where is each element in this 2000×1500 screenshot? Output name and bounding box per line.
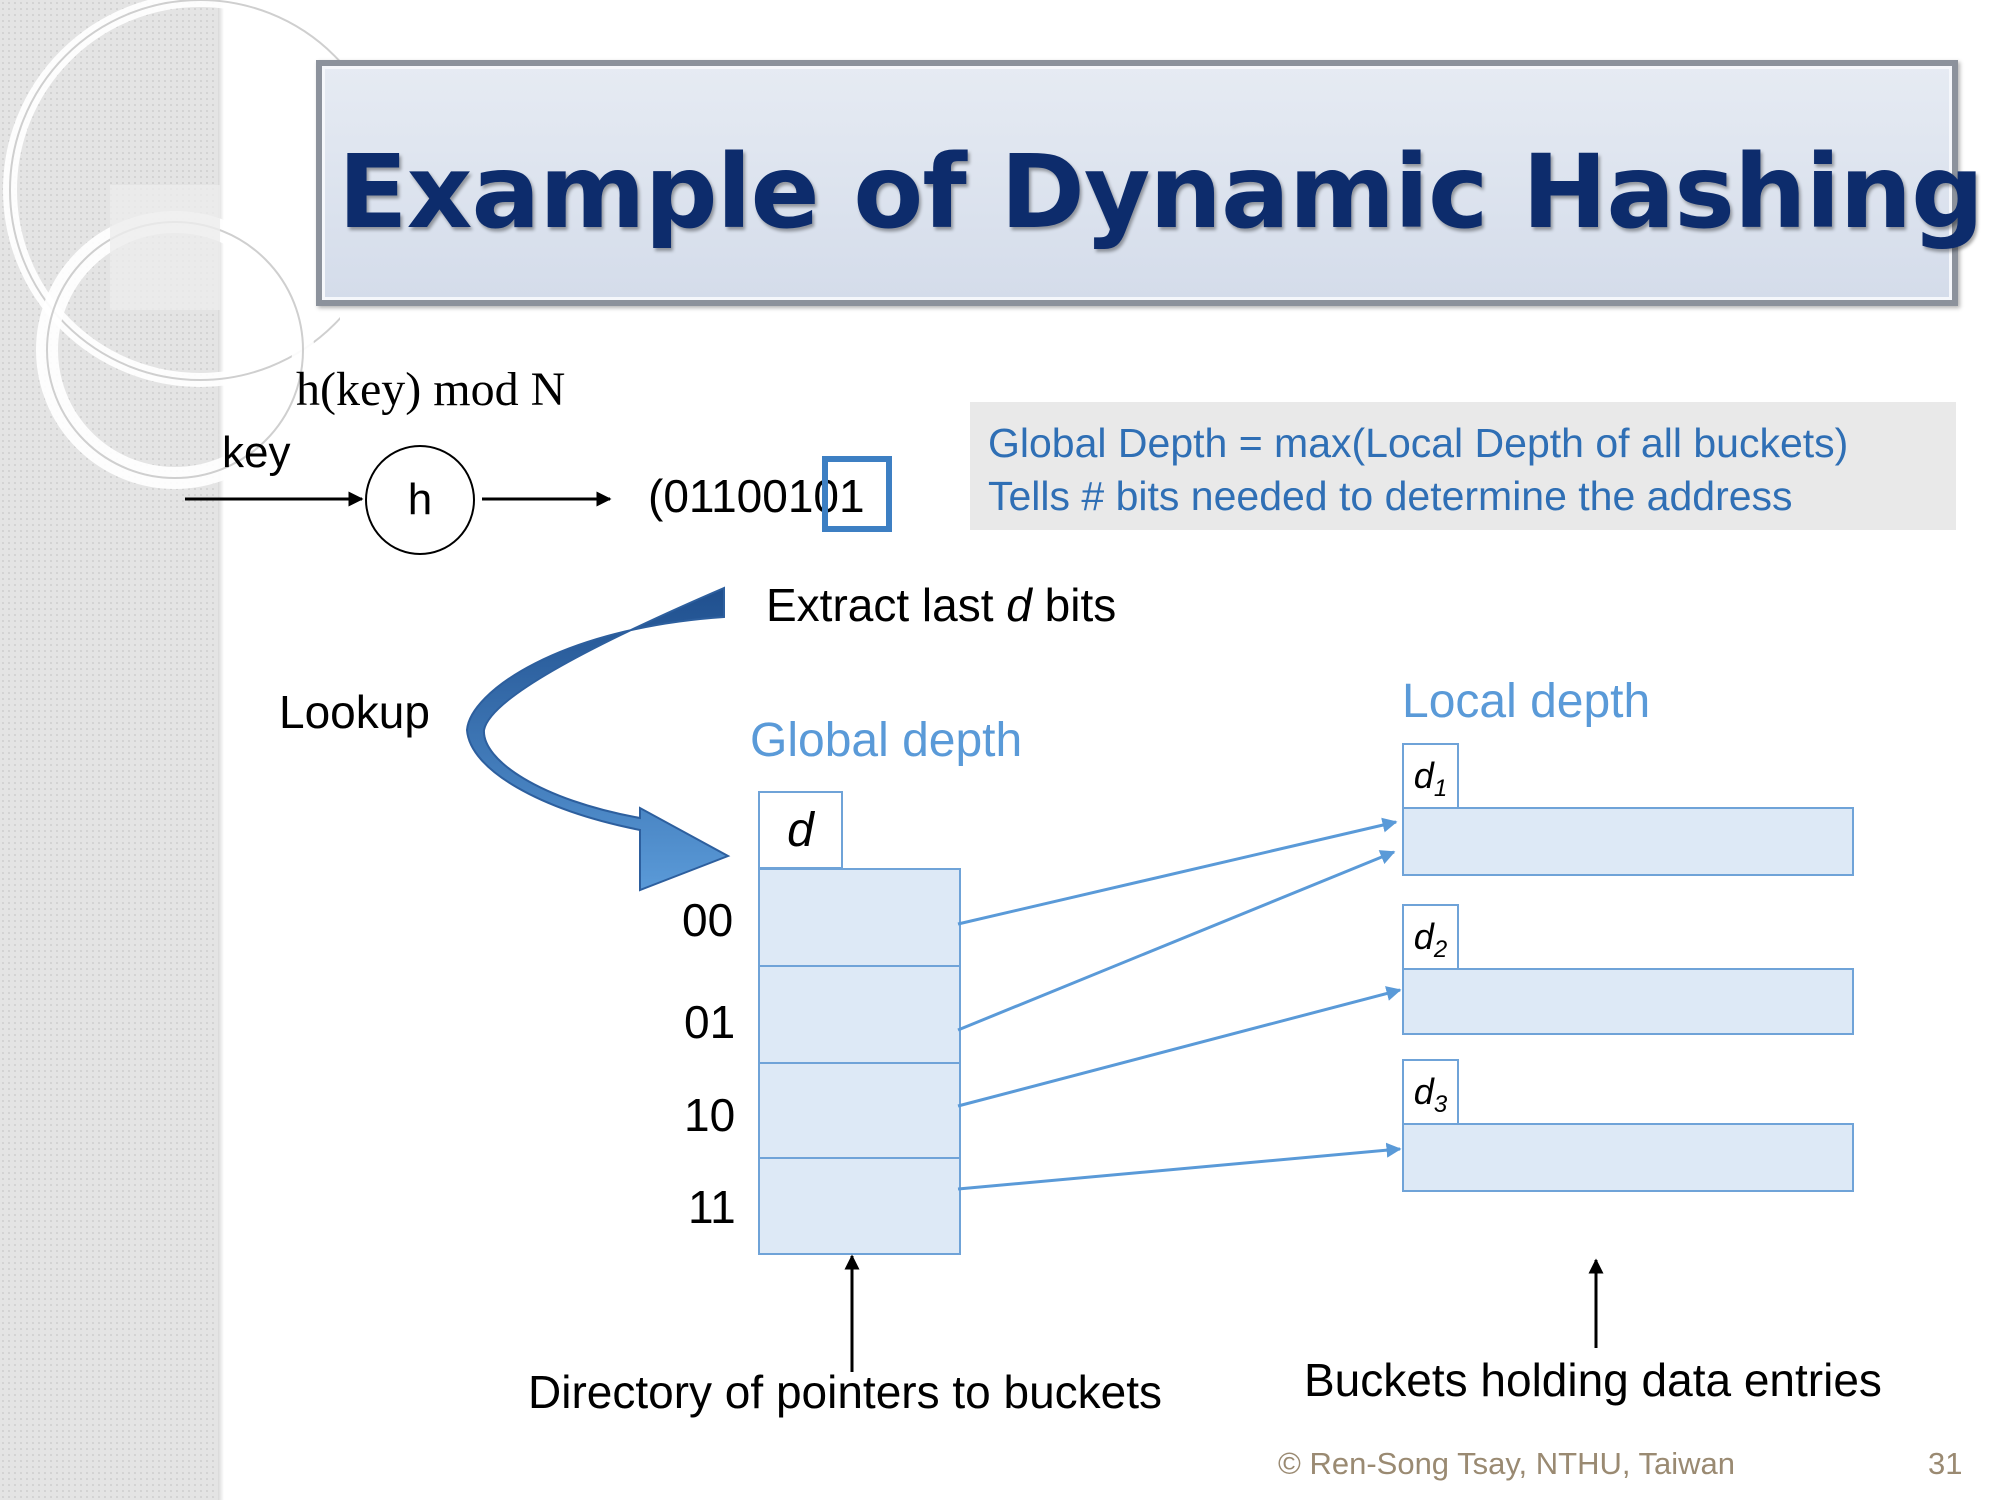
- side-band-edge: [218, 0, 224, 1500]
- extract-label: Extract last d bits: [766, 578, 1116, 632]
- hash-function-node: h: [365, 445, 475, 555]
- lookup-curved-arrow: [465, 586, 731, 892]
- local-depth-symbol: d: [1413, 916, 1434, 957]
- local-depth-subscript: 1: [1433, 775, 1448, 803]
- info-line-2: Tells # bits needed to determine the add…: [988, 473, 1793, 519]
- directory-index-11: 11: [688, 1181, 736, 1233]
- hash-bits-suffix: 1: [787, 470, 814, 522]
- info-line-1: Global Depth = max(Local Depth of all bu…: [988, 420, 1849, 466]
- local-depth-symbol: d: [1413, 755, 1434, 796]
- lookup-label: Lookup: [279, 686, 430, 738]
- local-depth-subscript: 3: [1433, 1091, 1448, 1119]
- hash-bits: (01100101: [648, 469, 865, 523]
- global-depth-label: Global depth: [750, 714, 1023, 767]
- info-callout: [970, 402, 1956, 530]
- pointer-01-to-bucket-1: [957, 850, 1396, 1032]
- extract-var: d: [1006, 579, 1032, 631]
- directory-index-10: 10: [684, 1089, 736, 1141]
- decorative-rings: [3, 0, 340, 489]
- pointer-00-to-bucket-1: [957, 817, 1398, 926]
- directory-slot-00: [758, 868, 961, 967]
- title-banner: [316, 60, 1958, 306]
- directory-slot-01: [758, 965, 961, 1064]
- hash-formula: h(key) mod N: [296, 363, 566, 416]
- buckets-caption: Buckets holding data entries: [1304, 1354, 1882, 1406]
- hash-bits-prefix: (01100: [648, 470, 788, 522]
- bucket-2: [1402, 968, 1854, 1035]
- pointer-10-to-bucket-2: [957, 986, 1402, 1108]
- bucket-3-local-depth: d3: [1402, 1059, 1459, 1125]
- bucket-3: [1402, 1123, 1854, 1192]
- bucket-2-local-depth: d2: [1402, 904, 1459, 970]
- local-depth-subscript: 2: [1433, 936, 1448, 964]
- directory-slot-11: [758, 1157, 961, 1255]
- local-depth-symbol: d: [1413, 1071, 1434, 1112]
- extract-pre: Extract last: [766, 579, 1007, 631]
- directory-index-01: 01: [684, 996, 736, 1048]
- global-depth-box: d: [758, 791, 843, 869]
- slide-title: Example of Dynamic Hashing: [338, 133, 1984, 252]
- hash-bits-last: 01: [813, 470, 865, 522]
- extract-post: bits: [1031, 579, 1117, 631]
- footer-copyright: © Ren-Song Tsay, NTHU, Taiwan: [1278, 1446, 1736, 1481]
- bucket-1: [1402, 807, 1854, 876]
- slide-number: 31: [1928, 1446, 1963, 1481]
- key-label: key: [222, 428, 291, 477]
- local-depth-label: Local depth: [1402, 675, 1651, 728]
- last-bits-highlight: [822, 456, 892, 532]
- pointer-11-to-bucket-3: [957, 1142, 1402, 1191]
- directory-caption: Directory of pointers to buckets: [528, 1366, 1163, 1418]
- directory-index-00: 00: [682, 894, 734, 946]
